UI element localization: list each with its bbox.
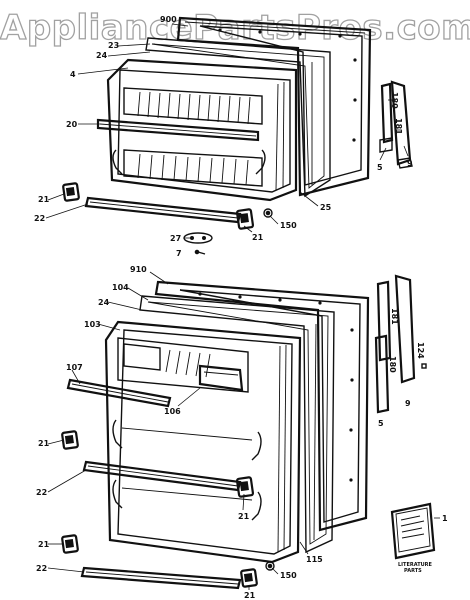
label-124[interactable]: 124 [416,342,425,359]
literature-caption-line2: PARTS [404,568,422,574]
lower-inner-door-liner[interactable] [104,320,302,564]
label-21-upper-left[interactable]: 21 [38,195,50,204]
label-181-upper[interactable]: 181 [394,118,403,135]
lower-clip-2[interactable] [235,476,255,498]
label-4[interactable]: 4 [70,70,76,79]
label-24-lower[interactable]: 24 [98,298,110,307]
lower-handle-assembly[interactable] [374,274,427,414]
label-181-lower[interactable]: 181 [390,308,399,325]
label-21-lower-2[interactable]: 21 [238,512,250,521]
label-27[interactable]: 27 [170,234,181,243]
label-23[interactable]: 23 [108,41,119,50]
label-107[interactable]: 107 [66,363,83,372]
lower-clip-4[interactable] [240,568,258,588]
label-21-upper-right[interactable]: 21 [252,233,264,242]
upper-bar-clip-left[interactable] [62,182,80,202]
literature-parts-booklet[interactable] [390,502,436,560]
label-21-lower-3[interactable]: 21 [38,540,50,549]
label-22-upper[interactable]: 22 [34,214,45,223]
label-21-lower-4[interactable]: 21 [244,591,256,600]
label-115[interactable]: 115 [306,555,323,564]
leader-lines [45,23,440,590]
label-20[interactable]: 20 [66,120,78,129]
label-150-lower[interactable]: 150 [280,571,297,580]
label-5-lower[interactable]: 5 [378,419,384,428]
lower-middle-bar[interactable] [82,460,242,492]
upper-door-assembly [62,16,413,255]
upper-door-stop[interactable] [263,208,273,218]
label-104[interactable]: 104 [112,283,129,292]
label-21-lower-1[interactable]: 21 [38,439,50,448]
upper-inner-door-liner[interactable] [106,58,298,202]
lower-door-gasket[interactable] [139,295,335,554]
label-7[interactable]: 7 [176,249,182,258]
label-22-lower-2[interactable]: 22 [36,564,47,573]
label-24-upper[interactable]: 24 [96,51,108,60]
label-25[interactable]: 25 [320,203,332,212]
label-900[interactable]: 900 [160,15,177,24]
label-150-upper[interactable]: 150 [280,221,297,230]
lower-clip-1[interactable] [61,430,79,450]
lower-door-assembly [61,274,436,590]
lower-door-stop[interactable] [265,561,275,571]
label-106[interactable]: 106 [164,407,181,416]
label-910[interactable]: 910 [130,265,147,274]
upper-lower-bar[interactable] [84,196,242,224]
label-180-lower[interactable]: 180 [388,356,397,373]
upper-outer-door-panel[interactable] [176,16,372,197]
lower-outer-door-panel[interactable] [154,280,370,532]
label-1[interactable]: 1 [442,514,448,523]
label-5-upper[interactable]: 5 [377,163,383,172]
lower-clip-3[interactable] [61,534,79,554]
label-180-upper[interactable]: 180 [390,92,399,109]
upper-handle-assembly[interactable] [379,80,413,169]
literature-caption-line1: LITERATURE [398,562,433,568]
label-22-lower-1[interactable]: 22 [36,488,47,497]
label-9-upper[interactable]: 9 [407,159,413,168]
upper-screw[interactable] [194,249,206,255]
part-labels: 900 23 24 4 20 21 22 27 7 21 150 25 180 … [34,15,448,600]
label-9-lower[interactable]: 9 [405,399,411,408]
label-103[interactable]: 103 [84,320,101,329]
lower-bottom-bar[interactable] [80,566,242,590]
lower-upper-bar[interactable] [66,378,172,408]
upper-shelf-bar[interactable] [96,118,260,142]
